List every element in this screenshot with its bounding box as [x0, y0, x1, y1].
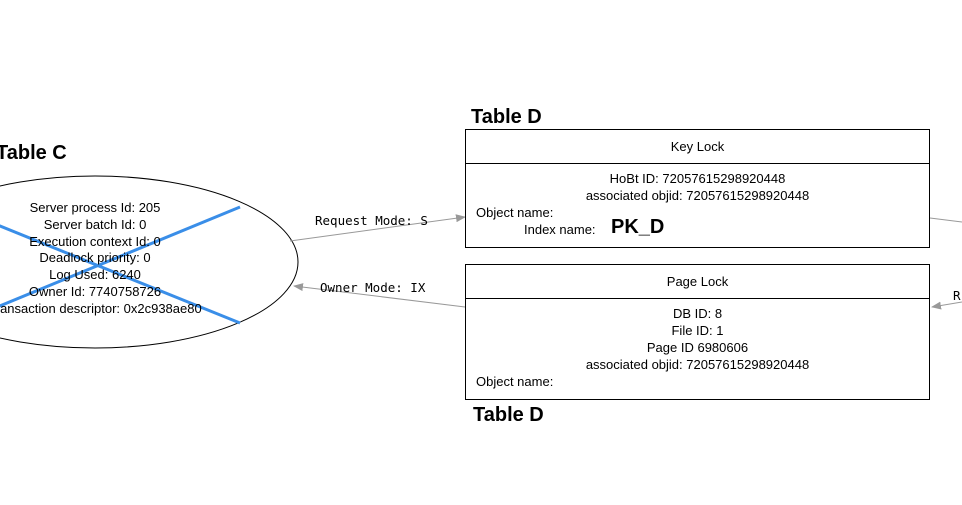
- process-title: Table C: [0, 142, 67, 164]
- owner-mode-label: Owner Mode: IX: [320, 280, 426, 295]
- page-lock-node[interactable]: Page Lock DB ID: 8 File ID: 1 Page ID 69…: [465, 264, 930, 400]
- right-edge-top: [929, 217, 962, 223]
- right-edge-label: R: [953, 288, 961, 303]
- process-detail-line: Transaction descriptor: 0x2c938ae80: [0, 300, 202, 316]
- page-lock-object-name-label: Object name:: [476, 374, 554, 389]
- key-lock-hobt: HoBt ID: 72057615298920448: [609, 171, 786, 186]
- process-detail-line: Owner Id: 7740758726: [28, 284, 162, 299]
- key-lock-node[interactable]: Key Lock HoBt ID: 72057615298920448 asso…: [465, 129, 930, 248]
- process-node[interactable]: [0, 175, 299, 349]
- process-detail-line: Deadlock priority: 0: [39, 250, 151, 266]
- page-lock-file-id: File ID: 1: [671, 323, 724, 338]
- owner-edge: [293, 283, 466, 308]
- victim-cross-line-2: [0, 205, 241, 308]
- process-detail-line: Execution context Id: 0: [29, 233, 161, 249]
- key-lock-table-title: Table D: [471, 106, 542, 128]
- page-lock-header: Page Lock: [466, 265, 929, 299]
- page-lock-table-title: Table D: [473, 404, 544, 426]
- key-lock-object-name-label: Object name:: [476, 205, 554, 220]
- process-detail-line: Server batch Id: 0: [43, 216, 147, 232]
- page-lock-page-id: Page ID 6980606: [646, 340, 749, 355]
- victim-cross-line-1: [0, 224, 241, 325]
- page-lock-objid: associated objid: 72057615298920448: [585, 357, 810, 372]
- process-detail-line: Log Used: 6240: [49, 267, 141, 283]
- key-lock-index-name-label: Index name:: [524, 222, 596, 237]
- key-lock-objid: associated objid: 72057615298920448: [585, 188, 810, 203]
- request-edge: [289, 214, 466, 242]
- key-lock-header: Key Lock: [466, 130, 929, 164]
- key-lock-index-name-value: PK_D: [611, 216, 665, 238]
- process-detail-line: Server process Id: 205: [29, 200, 161, 215]
- right-edge-bottom: [931, 301, 962, 310]
- page-lock-db-id: DB ID: 8: [672, 306, 723, 321]
- request-mode-label: Request Mode: S: [315, 213, 428, 228]
